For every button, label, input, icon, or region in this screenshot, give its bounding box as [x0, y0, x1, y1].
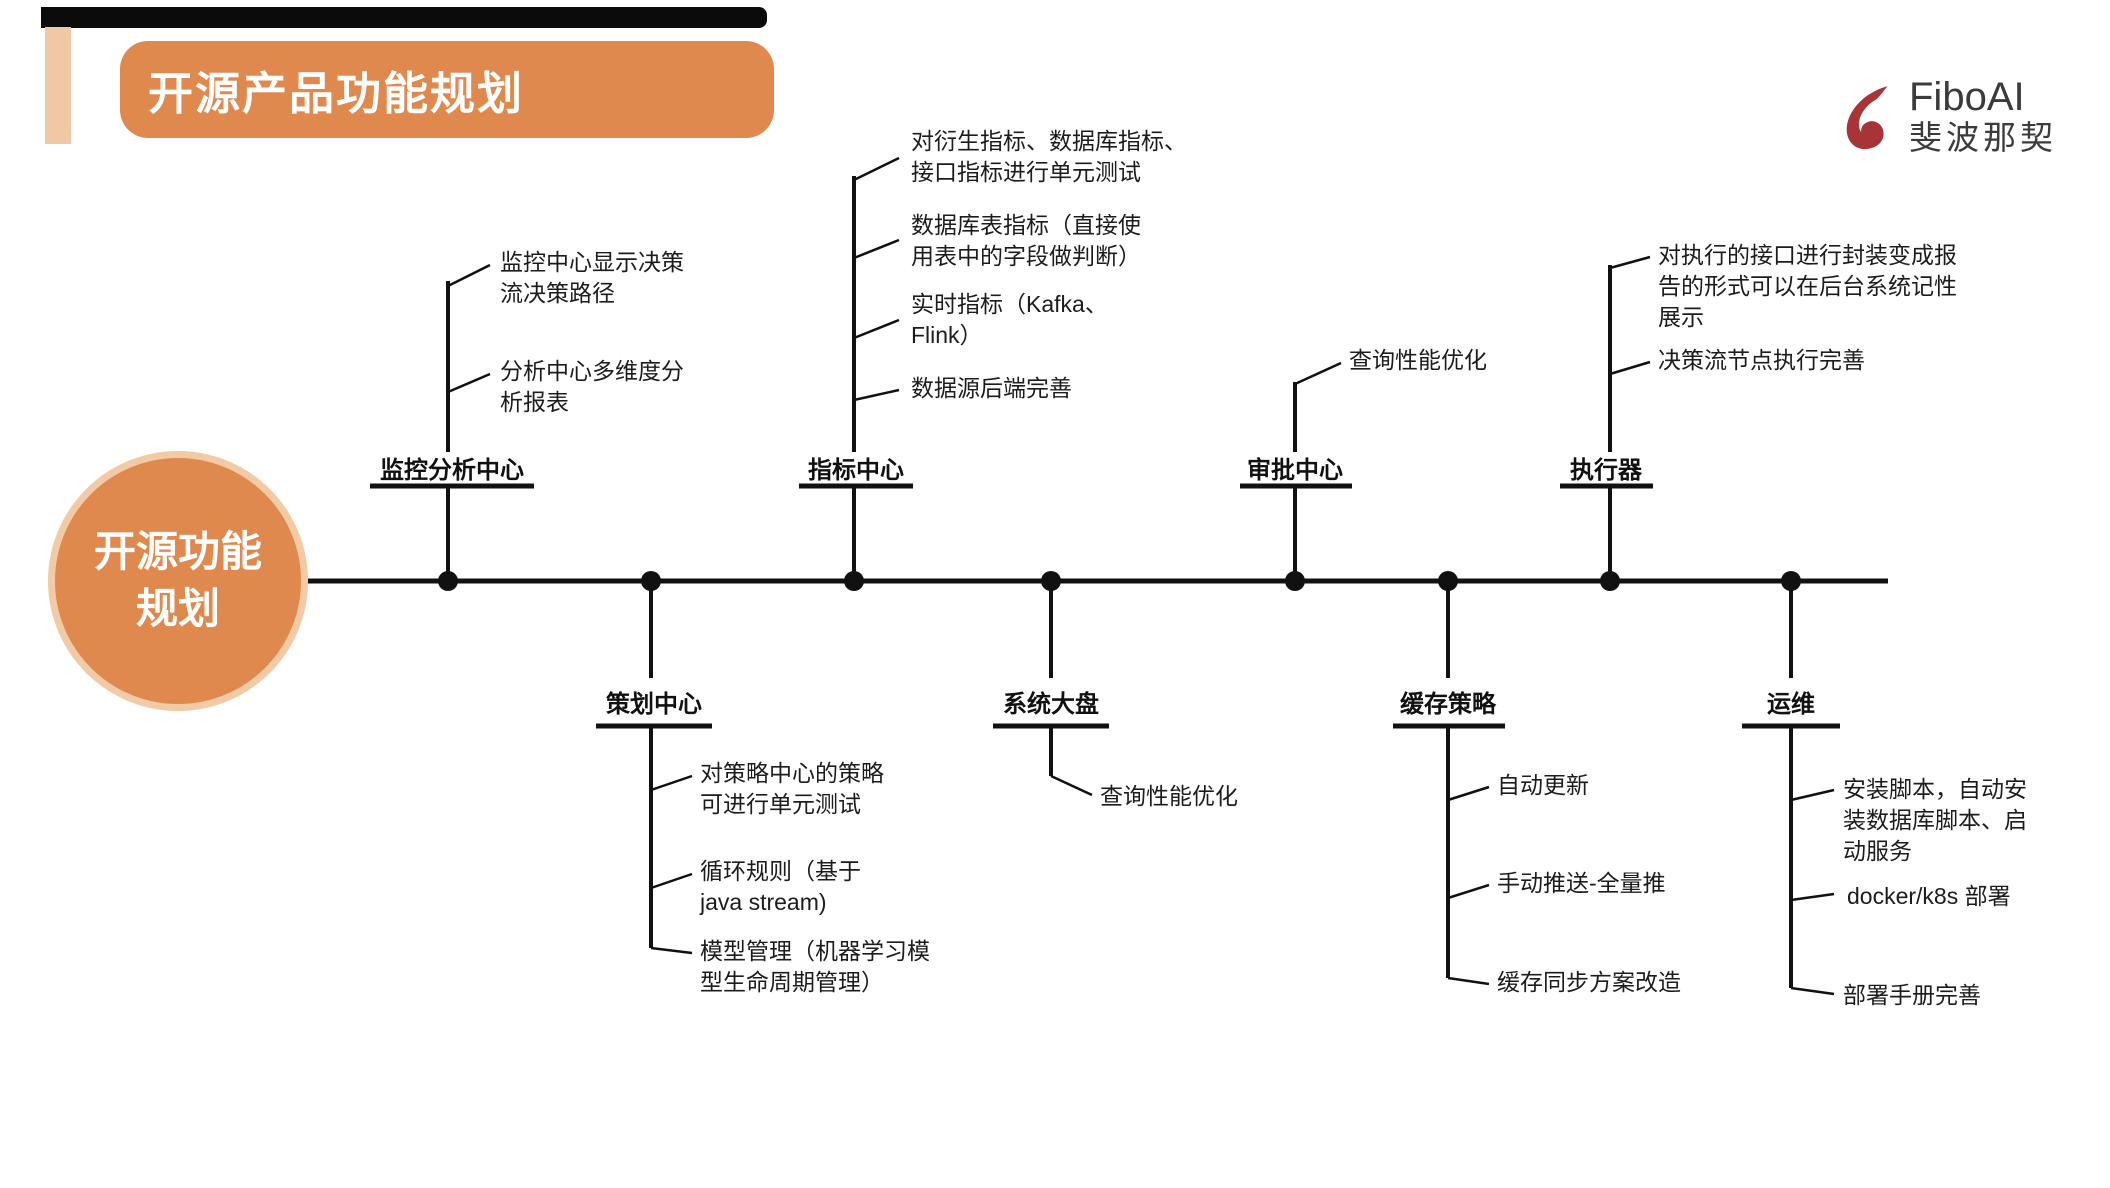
branch-executor [1560, 255, 1653, 581]
leaf-item: 缓存同步方案改造 [1497, 969, 1681, 995]
branch-label-monitoring-analysis-center: 监控分析中心 [380, 457, 524, 484]
top-dark-strip [41, 7, 767, 28]
leaf-item: 数据库表指标（直接使 用表中的字段做判断） [911, 212, 1141, 269]
page-title: 开源产品功能规划 [148, 68, 525, 119]
leaf-item: 循环规则（基于 java stream) [700, 858, 861, 915]
main-timeline [305, 571, 1888, 591]
slide-title-banner: 开源产品功能规划 [120, 41, 774, 138]
branch-indicator-center [799, 156, 913, 581]
leaf-item: 实时指标（Kafka、 Flink） [911, 291, 1108, 348]
leaf-item: 对策略中心的策略 可进行单元测试 [700, 760, 884, 817]
brand-name-cn: 斐波那契 [1909, 119, 2057, 156]
branch-monitoring-analysis-center [370, 263, 534, 581]
branch-planning-center [596, 581, 712, 955]
leaf-item: 自动更新 [1497, 772, 1589, 798]
branch-label-executor: 执行器 [1570, 457, 1642, 484]
leaf-item: 安装脚本，自动安 装数据库脚本、启 动服务 [1843, 776, 2027, 864]
leaf-item: 部署手册完善 [1843, 982, 1981, 1008]
leaf-item: 决策流节点执行完善 [1658, 347, 1865, 373]
brand-text-block: FiboAI 斐波那契 [1909, 76, 2057, 158]
leaf-item: docker/k8s 部署 [1847, 883, 2011, 909]
left-accent-bar [45, 27, 71, 144]
branch-operations [1742, 581, 1840, 996]
leaf-item: 手动推送-全量推 [1497, 870, 1666, 896]
branch-label-system-dashboard: 系统大盘 [1003, 691, 1099, 718]
branch-label-indicator-center: 指标中心 [808, 457, 904, 484]
branch-system-dashboard [993, 581, 1109, 797]
brand-logo: FiboAI 斐波那契 [1843, 76, 2057, 158]
leaf-item: 模型管理（机器学习模 型生命周期管理） [700, 938, 930, 995]
branch-label-approval-center: 审批中心 [1247, 457, 1343, 484]
branch-approval-center [1240, 361, 1352, 581]
leaf-item: 数据源后端完善 [911, 375, 1072, 401]
leaf-item: 对衍生指标、数据库指标、 接口指标进行单元测试 [911, 128, 1187, 185]
leaf-item: 查询性能优化 [1100, 783, 1238, 809]
root-node: 开源功能 规划 [48, 451, 308, 711]
leaf-item: 对执行的接口进行封装变成报 告的形式可以在后台系统记性 展示 [1658, 242, 1957, 330]
branch-label-planning-center: 策划中心 [606, 691, 702, 718]
root-node-label: 开源功能 规划 [93, 528, 262, 632]
branch-label-operations: 运维 [1767, 691, 1815, 718]
leaf-item: 监控中心显示决策 流决策路径 [500, 249, 684, 306]
leaf-item: 查询性能优化 [1349, 347, 1487, 373]
branch-cache-strategy [1393, 581, 1505, 986]
branch-label-cache-strategy: 缓存策略 [1400, 691, 1496, 718]
fibonacci-spiral-icon [1846, 85, 1888, 149]
brand-name: FiboAI [1909, 75, 2025, 119]
leaf-item: 分析中心多维度分 析报表 [500, 358, 684, 415]
